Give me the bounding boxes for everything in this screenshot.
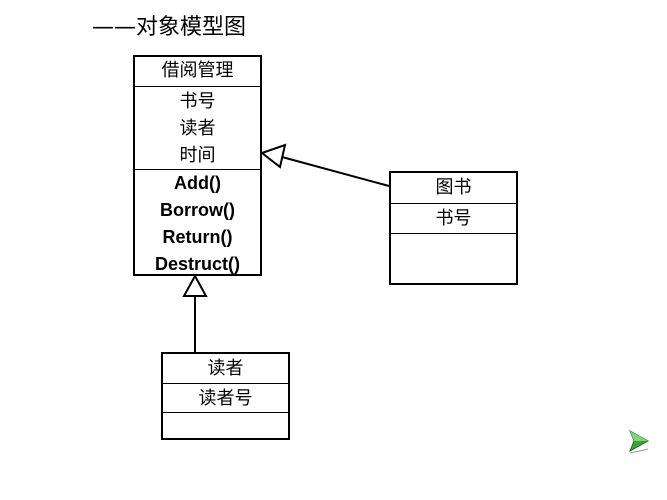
attributes-section: 书号 <box>391 203 516 233</box>
attribute: 书号 <box>435 208 472 229</box>
attributes-section: 书号 读者 时间 <box>135 86 260 169</box>
class-name-section: 图书 <box>391 173 516 203</box>
class-name-section: 读者 <box>163 354 288 383</box>
operations-section <box>391 233 516 234</box>
operation: Add() <box>174 173 221 193</box>
attribute: 书号 <box>179 91 216 112</box>
attributes-section: 读者号 <box>163 383 288 412</box>
class-name-section: 借阅管理 <box>135 57 260 86</box>
class-reader: 读者 读者号 <box>161 352 290 440</box>
class-book: 图书 书号 <box>389 171 518 285</box>
attribute: 时间 <box>179 145 216 166</box>
class-name: 借阅管理 <box>161 60 234 81</box>
operation: Return() <box>162 227 233 247</box>
play-nav-icon[interactable] <box>628 428 650 454</box>
book-generalization-arrowhead <box>259 143 287 169</box>
class-name: 图书 <box>435 177 472 198</box>
operation: Borrow() <box>160 200 235 220</box>
book-generalization-line <box>281 156 390 187</box>
class-borrow-management: 借阅管理 书号 读者 时间 Add() Borrow() Return() De… <box>133 55 262 276</box>
attribute: 读者 <box>179 118 216 139</box>
diagram-title: ——对象模型图 <box>92 15 247 40</box>
operations-section <box>163 412 288 413</box>
reader-generalization-arrowhead <box>182 273 208 297</box>
operation: Destruct() <box>154 254 240 274</box>
operations-section: Add() Borrow() Return() Destruct() <box>135 169 260 278</box>
attribute: 读者号 <box>198 388 253 409</box>
class-name: 读者 <box>207 358 244 379</box>
